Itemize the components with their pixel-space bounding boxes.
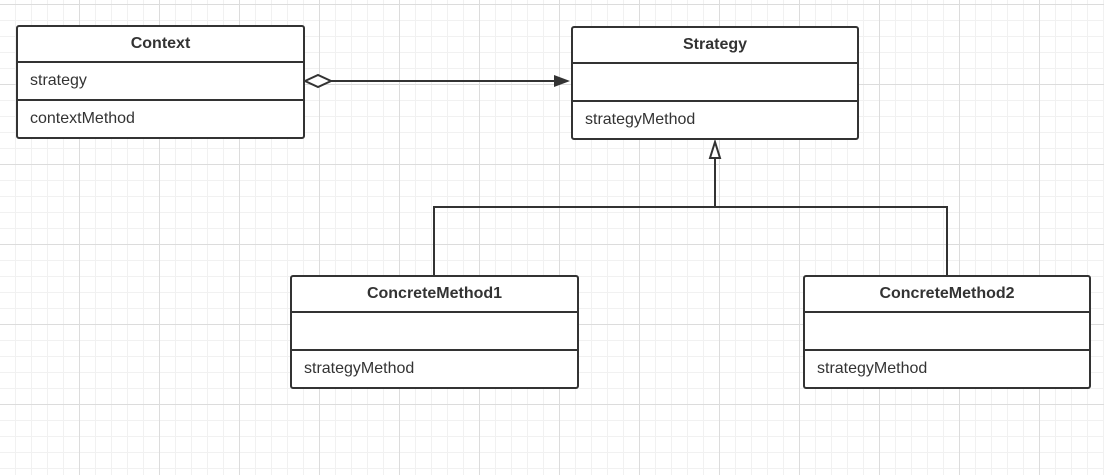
class-context-attribute: strategy [18, 63, 303, 101]
class-concrete-method-2-method: strategyMethod [817, 360, 928, 377]
class-concrete-method-2-name: ConcreteMethod2 [805, 277, 1089, 313]
class-context-name: Context [18, 27, 303, 63]
class-concrete-method-1-attribute [292, 313, 577, 351]
class-concrete-method-1[interactable]: ConcreteMethod1 strategyMethod [290, 275, 579, 389]
aggregation-arrowhead [554, 75, 570, 87]
class-concrete-method-2[interactable]: ConcreteMethod2 strategyMethod [803, 275, 1091, 389]
realization-branch-line [433, 206, 948, 275]
realization-arrowhead [708, 138, 722, 159]
class-strategy-name: Strategy [573, 28, 857, 64]
class-context-method: contextMethod [30, 110, 135, 127]
class-context[interactable]: Context strategy contextMethod [16, 25, 305, 139]
aggregation-connector [302, 73, 570, 89]
class-concrete-method-1-name: ConcreteMethod1 [292, 277, 577, 313]
class-strategy[interactable]: Strategy strategyMethod [571, 26, 859, 140]
class-concrete-method-1-method: strategyMethod [304, 360, 415, 377]
class-strategy-attribute [573, 64, 857, 102]
aggregation-diamond [302, 73, 334, 89]
class-strategy-method: strategyMethod [585, 111, 696, 128]
realization-connector [433, 138, 948, 275]
class-concrete-method-2-attribute [805, 313, 1089, 351]
